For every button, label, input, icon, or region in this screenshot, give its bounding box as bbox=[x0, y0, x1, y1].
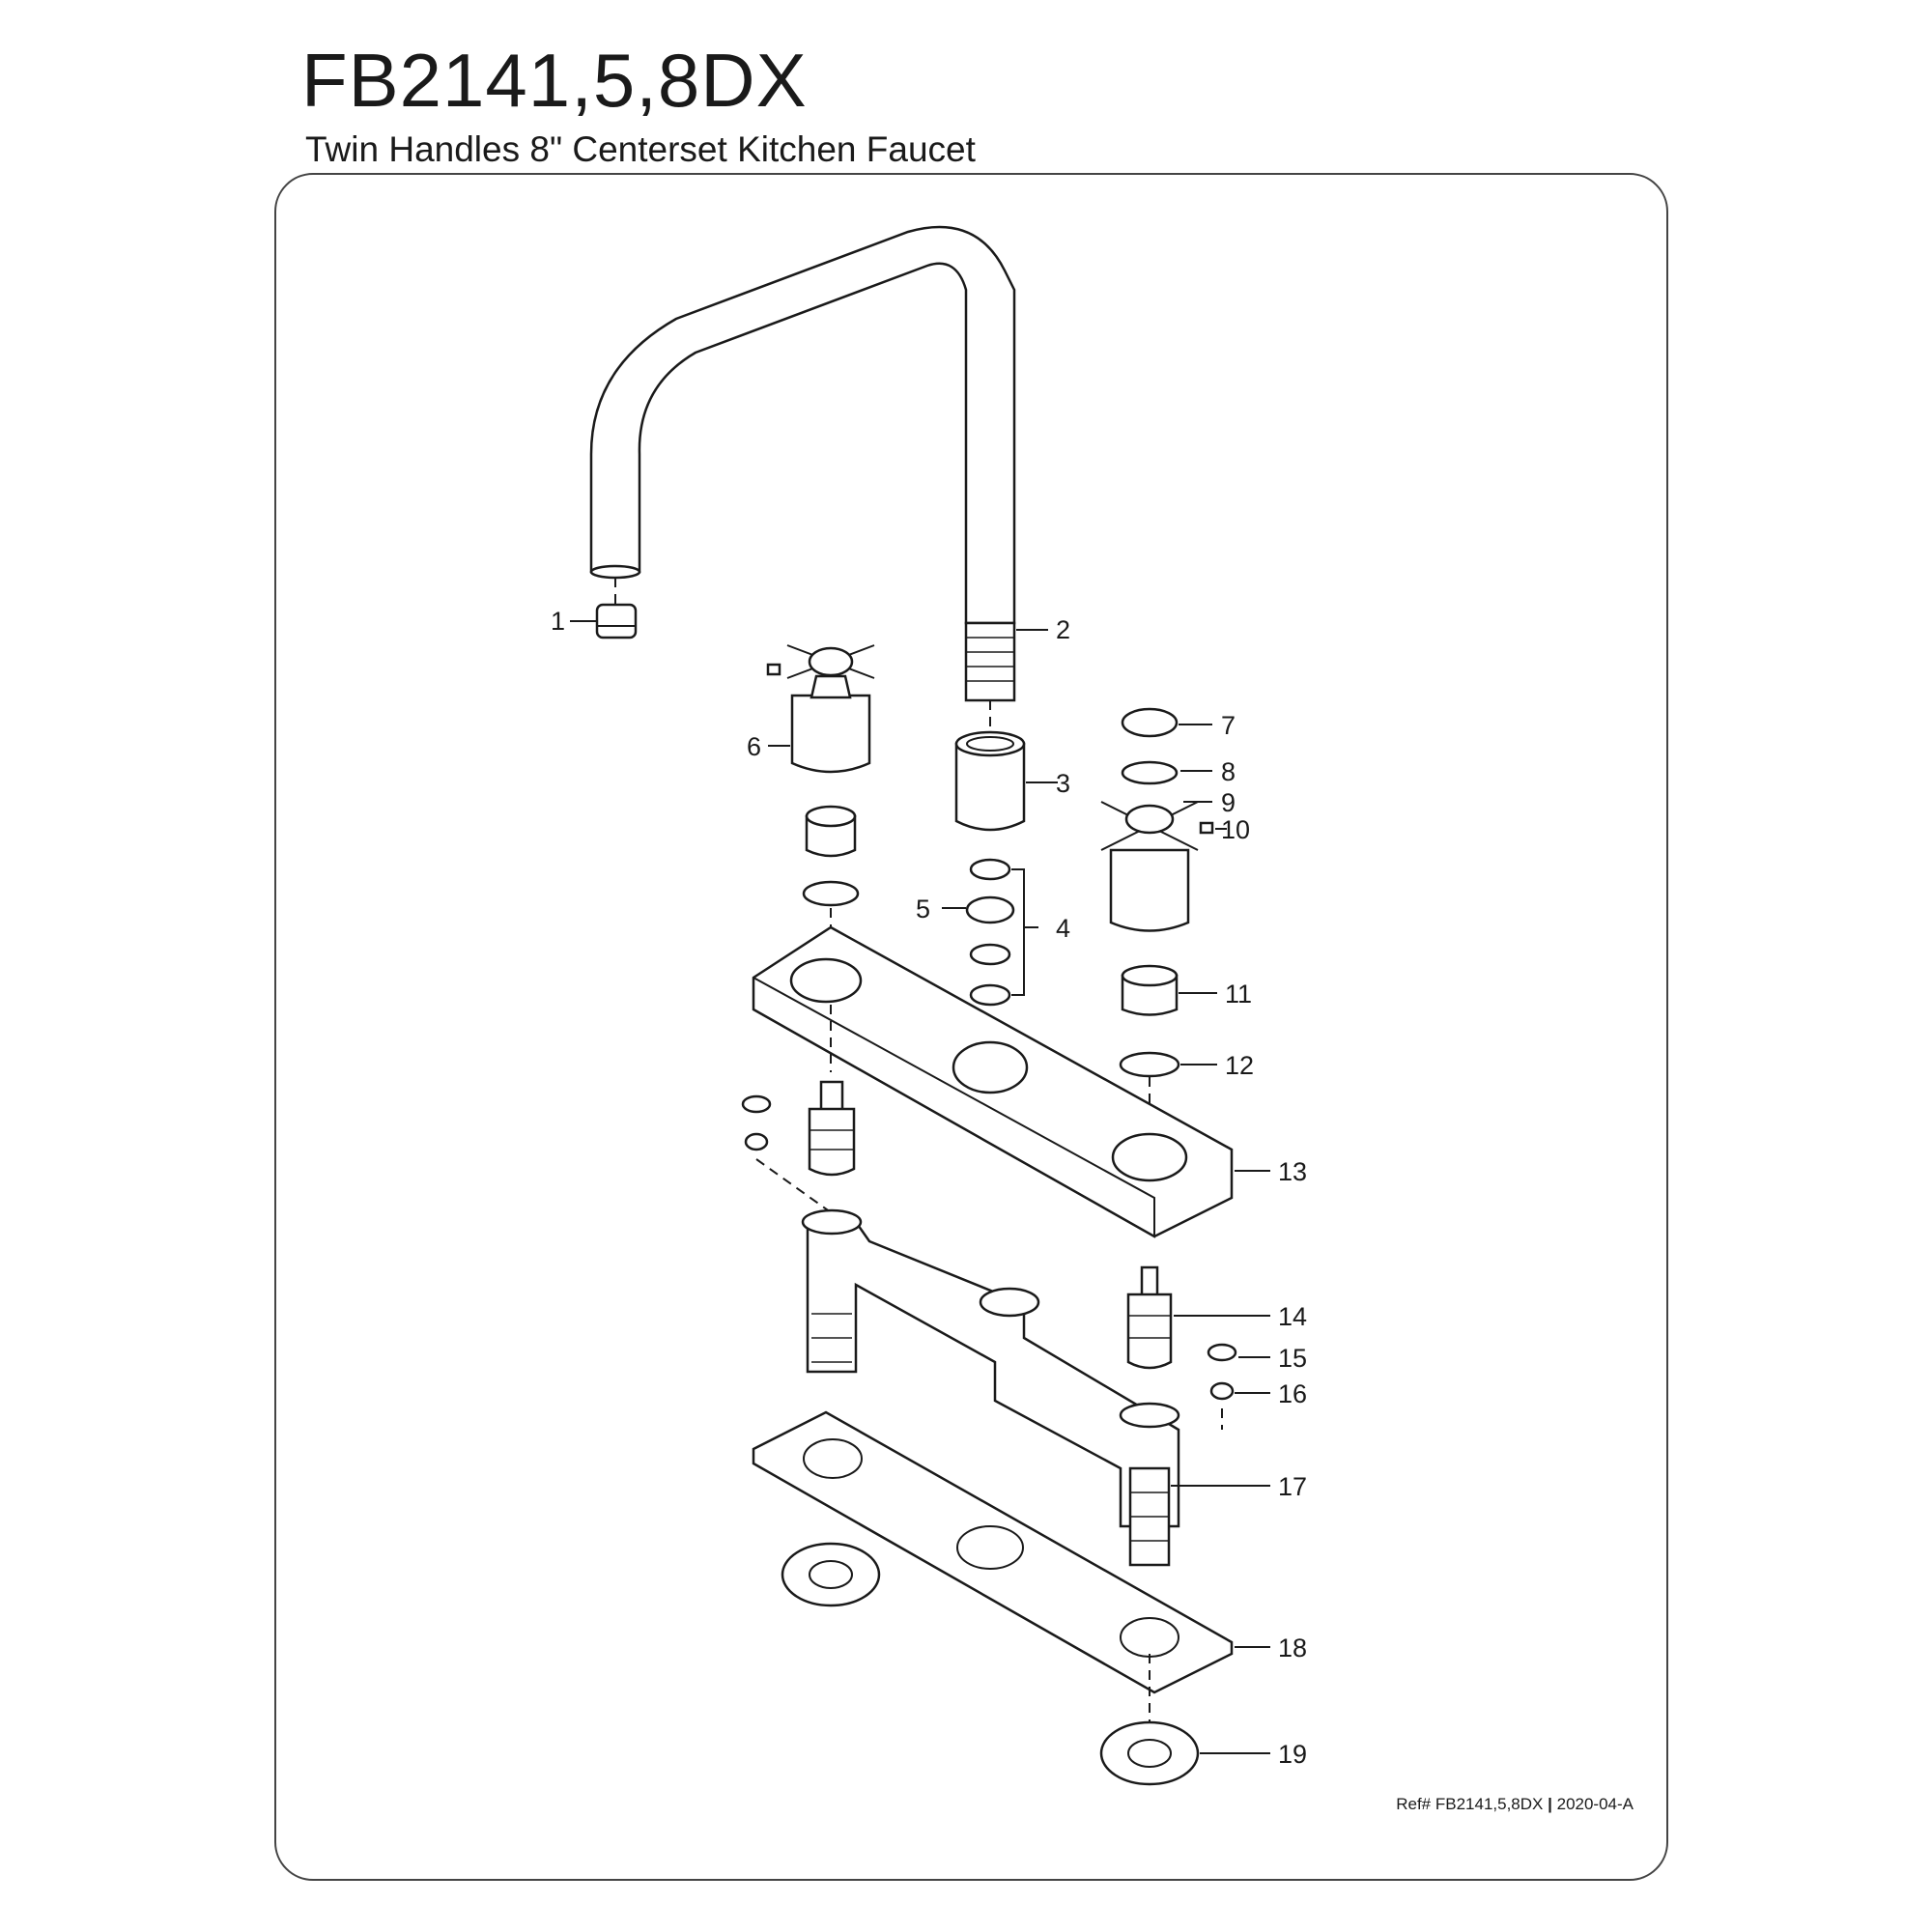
part-number-18: 18 bbox=[1278, 1634, 1307, 1662]
part-number-13: 13 bbox=[1278, 1157, 1307, 1186]
part-number-17: 17 bbox=[1278, 1472, 1307, 1501]
page-title: FB2141,5,8DX bbox=[301, 38, 808, 123]
part-number-5: 5 bbox=[916, 895, 930, 923]
right-handle-stack bbox=[1100, 707, 1214, 932]
deck-cover bbox=[752, 925, 1234, 1238]
o-rings bbox=[965, 858, 1038, 1007]
part-number-15: 15 bbox=[1278, 1344, 1307, 1373]
part-number-3: 3 bbox=[1056, 769, 1070, 798]
part-number-2: 2 bbox=[1056, 615, 1070, 644]
left-bonnet-nut bbox=[802, 805, 860, 947]
left-cartridge bbox=[741, 1080, 856, 1213]
leader-lines bbox=[570, 620, 1270, 1754]
valve-body bbox=[801, 1208, 1180, 1567]
part-number-16: 16 bbox=[1278, 1379, 1307, 1408]
part-number-4: 4 bbox=[1056, 914, 1070, 943]
left-cross-handle bbox=[766, 644, 875, 774]
aerator bbox=[595, 578, 638, 639]
part-number-6: 6 bbox=[747, 732, 761, 761]
part-number-9: 9 bbox=[1221, 788, 1236, 817]
part-number-8: 8 bbox=[1221, 757, 1236, 786]
mounting-nuts bbox=[781, 1542, 1200, 1786]
right-cartridge bbox=[1126, 1265, 1237, 1430]
part-number-10: 10 bbox=[1221, 815, 1250, 844]
spout bbox=[589, 225, 1016, 625]
part-number-12: 12 bbox=[1225, 1051, 1254, 1080]
spout-sleeve bbox=[954, 730, 1026, 832]
right-bonnet-nut bbox=[1119, 964, 1180, 1125]
part-number-7: 7 bbox=[1221, 711, 1236, 740]
spout-threaded-end bbox=[964, 621, 1016, 732]
page-subtitle: Twin Handles 8" Centerset Kitchen Faucet bbox=[305, 129, 976, 169]
footer-separator: | bbox=[1548, 1795, 1552, 1813]
reference-footer: Ref# FB2141,5,8DX | 2020-04-A bbox=[1396, 1795, 1634, 1814]
part-number-19: 19 bbox=[1278, 1740, 1307, 1769]
revision-code: 2020-04-A bbox=[1556, 1795, 1634, 1813]
part-number-11: 11 bbox=[1225, 980, 1252, 1009]
part-number-14: 14 bbox=[1278, 1302, 1307, 1331]
diagram-frame bbox=[274, 173, 1668, 1881]
reference-number: Ref# FB2141,5,8DX bbox=[1396, 1795, 1544, 1813]
part-number-1: 1 bbox=[551, 607, 565, 636]
